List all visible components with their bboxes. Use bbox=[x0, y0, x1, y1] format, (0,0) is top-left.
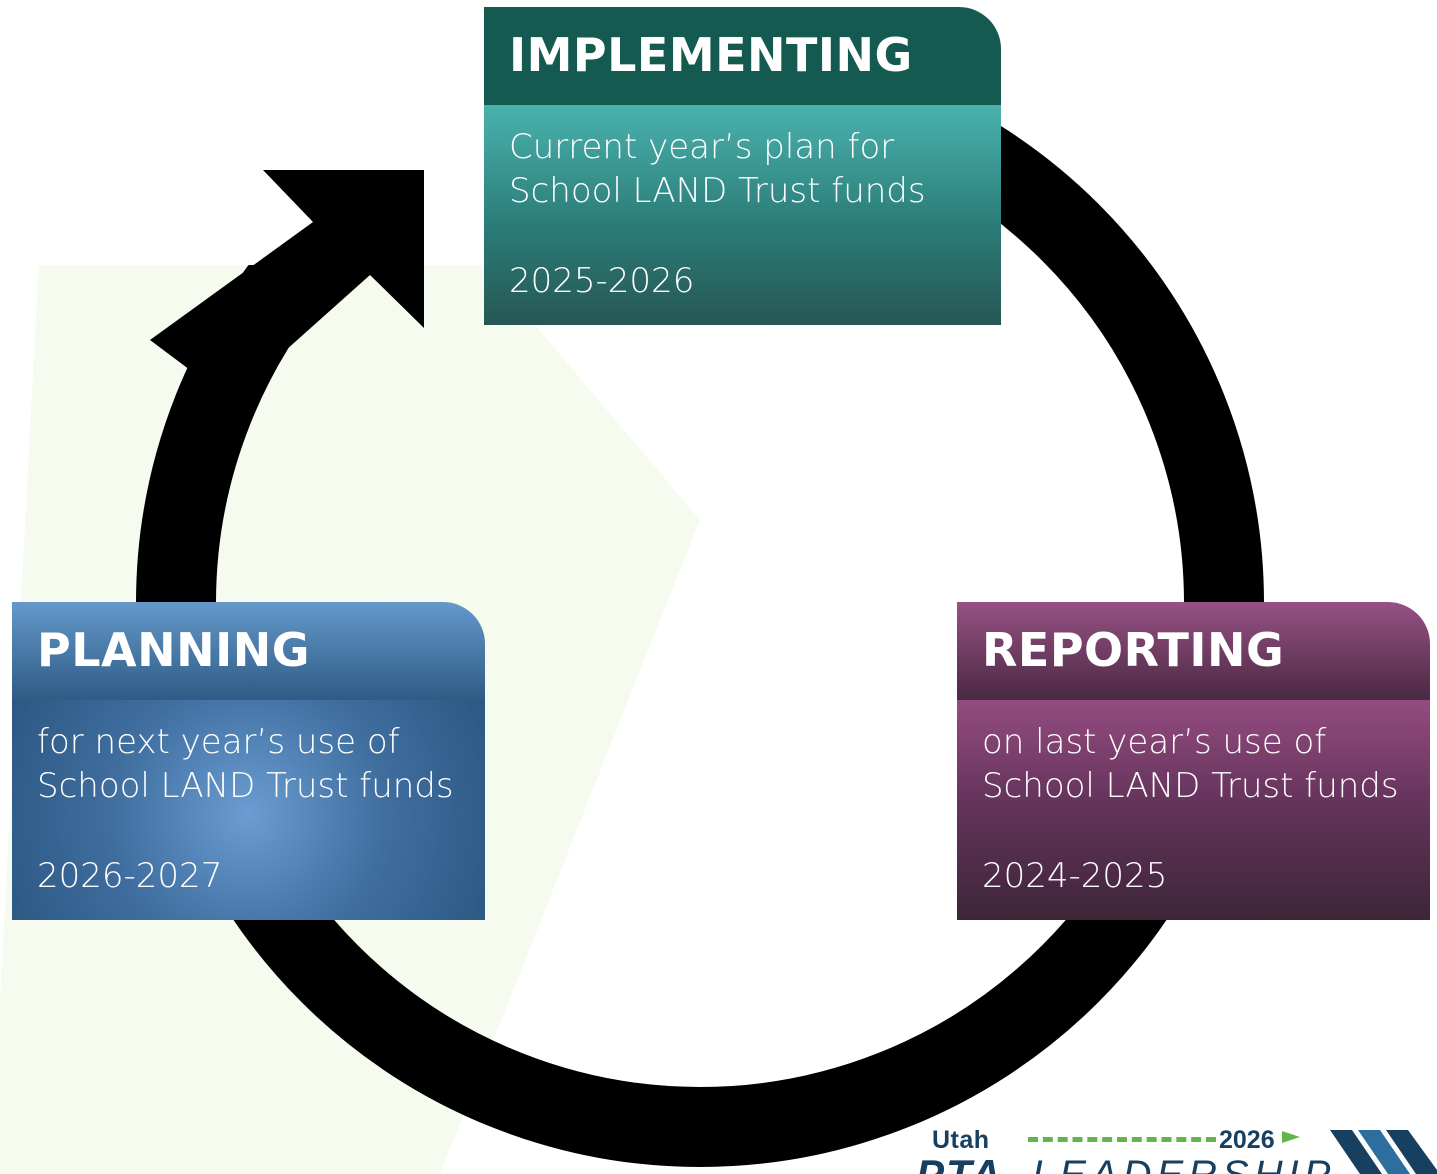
reporting-title: REPORTING bbox=[982, 623, 1285, 677]
reporting-description-line-2: School LAND Trust funds bbox=[982, 766, 1399, 806]
planning-title: PLANNING bbox=[37, 623, 310, 677]
implementing-title: IMPLEMENTING bbox=[509, 28, 913, 82]
planning-header: PLANNING bbox=[12, 602, 485, 700]
logo-chevrons-icon bbox=[1330, 1130, 1437, 1174]
implementing-year: 2025-2026 bbox=[509, 261, 695, 301]
logo-arrow-icon bbox=[1282, 1131, 1300, 1143]
implementing-card: IMPLEMENTING Current year’s plan for Sch… bbox=[484, 7, 1001, 325]
arrowhead-icon bbox=[150, 170, 424, 400]
implementing-header: IMPLEMENTING bbox=[484, 7, 1001, 105]
logo-utah-text: Utah bbox=[932, 1126, 990, 1154]
implementing-body: Current year’s plan for School LAND Trus… bbox=[484, 105, 1001, 325]
implementing-description-line-1: Current year’s plan for bbox=[509, 127, 895, 167]
reporting-card: REPORTING on last year’s use of School L… bbox=[957, 602, 1430, 920]
reporting-header: REPORTING bbox=[957, 602, 1430, 700]
logo-pta-text: PTA bbox=[916, 1154, 1003, 1174]
utah-pta-leadership-logo: Utah 2026 PTA LEADERSHIP bbox=[910, 1122, 1437, 1174]
planning-card: PLANNING for next year’s use of School L… bbox=[12, 602, 485, 920]
reporting-description-line-1: on last year’s use of bbox=[982, 722, 1327, 762]
planning-description-line-2: School LAND Trust funds bbox=[37, 766, 454, 806]
logo-year-text: 2026 bbox=[1219, 1126, 1275, 1154]
reporting-body: on last year’s use of School LAND Trust … bbox=[957, 700, 1430, 920]
planning-description-line-1: for next year’s use of bbox=[37, 722, 400, 762]
planning-year: 2026-2027 bbox=[37, 856, 223, 896]
reporting-year: 2024-2025 bbox=[982, 856, 1168, 896]
implementing-description-line-2: School LAND Trust funds bbox=[509, 171, 926, 211]
planning-body: for next year’s use of School LAND Trust… bbox=[12, 700, 485, 920]
logo-dashed-line bbox=[1028, 1137, 1216, 1142]
logo-leadership-text: LEADERSHIP bbox=[1032, 1154, 1335, 1174]
